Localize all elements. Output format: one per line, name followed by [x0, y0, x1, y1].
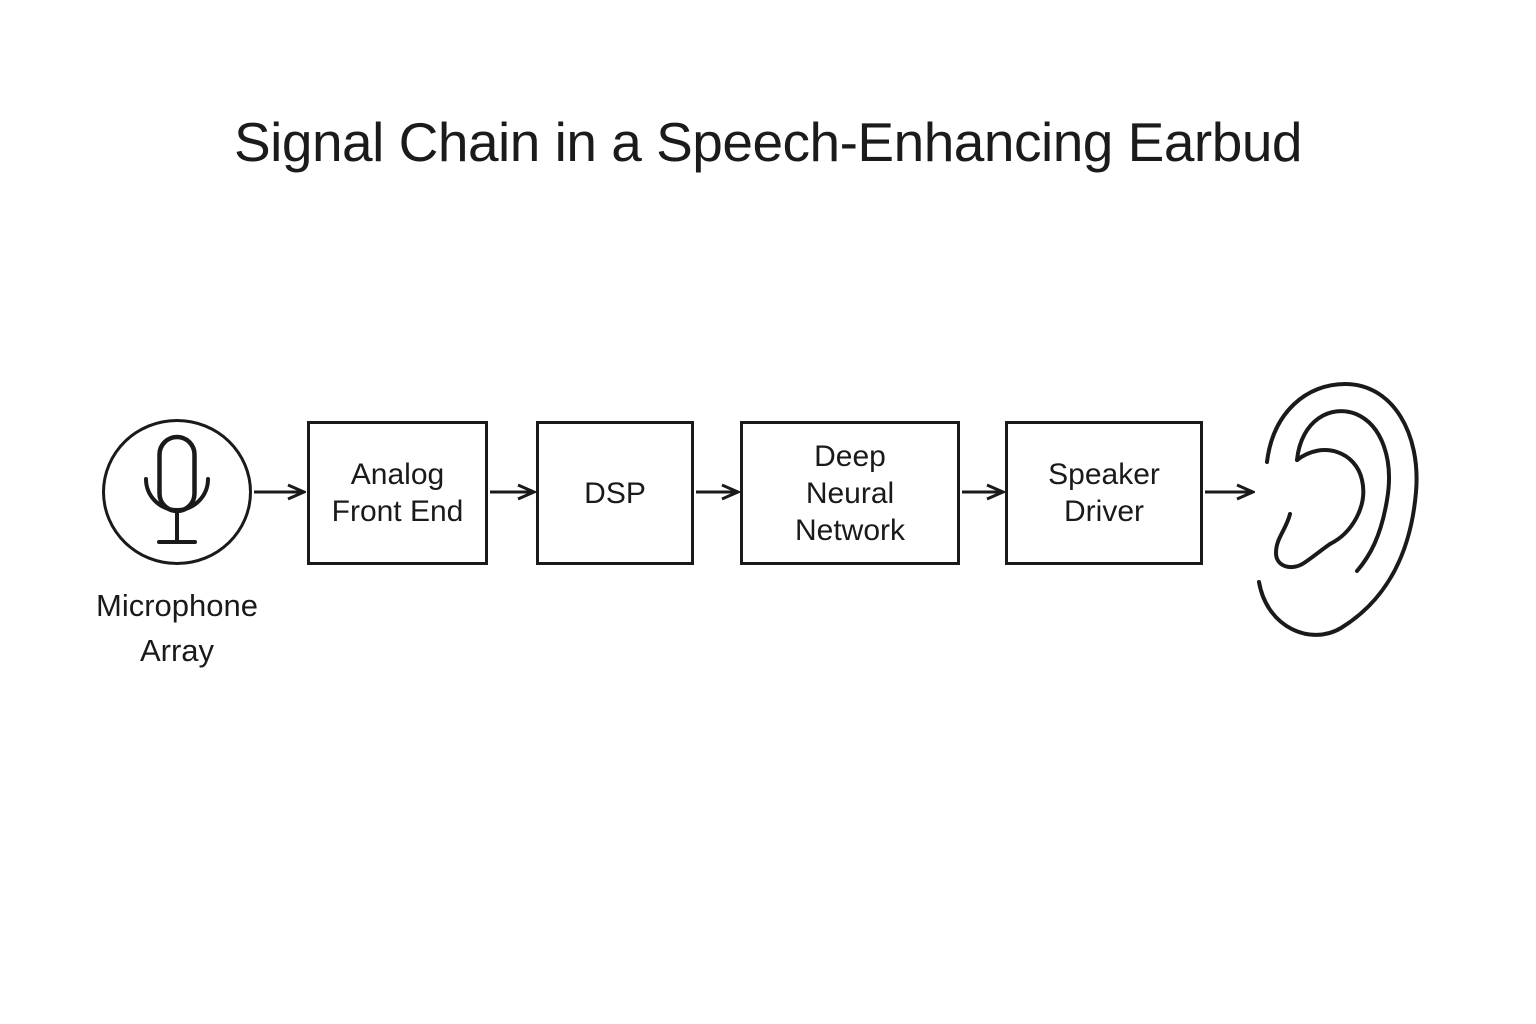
node-microphone-array: [102, 419, 252, 565]
node-label-line: Analog: [350, 458, 445, 491]
node-label-line: Front End: [331, 495, 464, 528]
node-speaker-driver: Speaker Driver: [1005, 421, 1203, 565]
node-label-line: DSP: [584, 476, 646, 510]
node-ear: [1253, 378, 1425, 645]
node-dsp: DSP: [536, 421, 694, 565]
node-label-line: Speaker: [1048, 458, 1160, 491]
node-label-line: Deep: [814, 439, 886, 473]
diagram-title: Signal Chain in a Speech-Enhancing Earbu…: [233, 111, 1303, 173]
microphone-array-label-line: Microphone: [96, 588, 258, 623]
node-deep-neural-network: Deep Neural Network: [740, 421, 960, 565]
node-analog-front-end: Analog Front End: [307, 421, 488, 565]
microphone-array-label-line: Array: [139, 633, 215, 668]
microphone-array-label: Microphone Array: [37, 583, 317, 673]
ear-icon: [1257, 381, 1419, 637]
microphone-icon: [144, 434, 210, 544]
node-label-line: Driver: [1064, 495, 1144, 528]
node-label-line: Neural: [805, 476, 895, 510]
node-label-line: Network: [794, 513, 906, 547]
